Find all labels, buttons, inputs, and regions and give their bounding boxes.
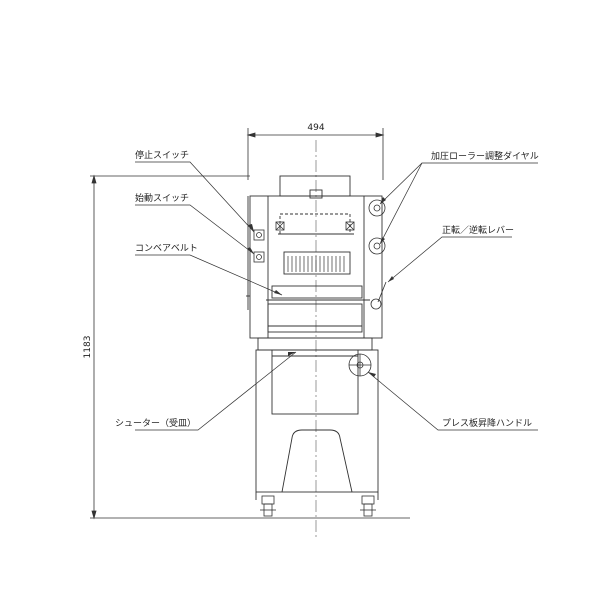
- width-dimension-label: 494: [307, 123, 324, 133]
- pressure-dial-label: 加圧ローラー調整ダイヤル: [431, 150, 539, 162]
- caster-left-icon: [260, 495, 276, 517]
- roller-bolts: [275, 221, 355, 231]
- leader-lines: [135, 161, 538, 431]
- press-handle-wheel-icon: [348, 353, 372, 377]
- lever-icon: [370, 281, 387, 310]
- feed-ribs: [287, 256, 345, 272]
- height-dimension-label: 1183: [83, 336, 93, 359]
- stop-switch-label: 停止スイッチ: [135, 149, 189, 161]
- height-dimension: [90, 174, 410, 520]
- pressure-dial-icon: [368, 199, 386, 255]
- width-dimension: [246, 128, 385, 180]
- machine-body: [246, 175, 383, 500]
- conveyor-belt-label: コンベアベルト: [135, 244, 198, 254]
- lever-label: 正転／逆転レバー: [442, 224, 514, 236]
- start-switch-icon: [253, 251, 265, 263]
- start-switch-label: 始動スイッチ: [135, 192, 189, 204]
- stop-switch-icon: [253, 229, 265, 241]
- chute-label: シューター（受皿）: [115, 417, 196, 429]
- caster-right-icon: [360, 495, 376, 517]
- leader-arrowheads: [247, 197, 394, 377]
- press-handle-label: プレス板昇降ハンドル: [442, 417, 532, 429]
